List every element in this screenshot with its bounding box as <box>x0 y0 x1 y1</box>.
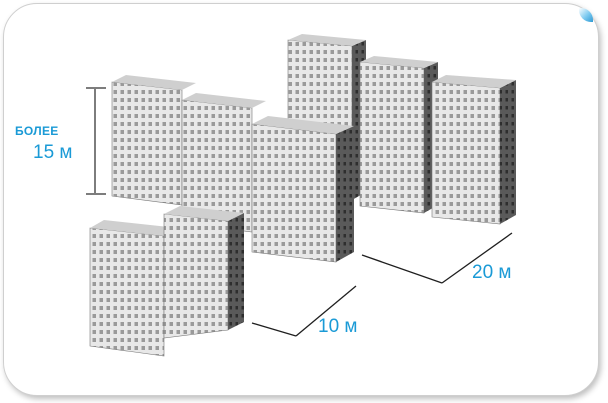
gap-label-near: 10 м <box>318 316 358 337</box>
corner-accent <box>579 8 593 22</box>
building-complex-front <box>89 206 244 357</box>
building-complex-middle <box>111 75 354 263</box>
building-complex-back <box>287 34 516 225</box>
gap-label-far: 20 м <box>472 262 512 283</box>
gap-dimension-far <box>361 232 513 284</box>
height-label-value: 15 м <box>33 142 73 163</box>
gap-dimension-near <box>251 285 357 337</box>
height-dimension <box>86 87 106 195</box>
height-label-top: БОЛЕЕ <box>15 124 59 138</box>
